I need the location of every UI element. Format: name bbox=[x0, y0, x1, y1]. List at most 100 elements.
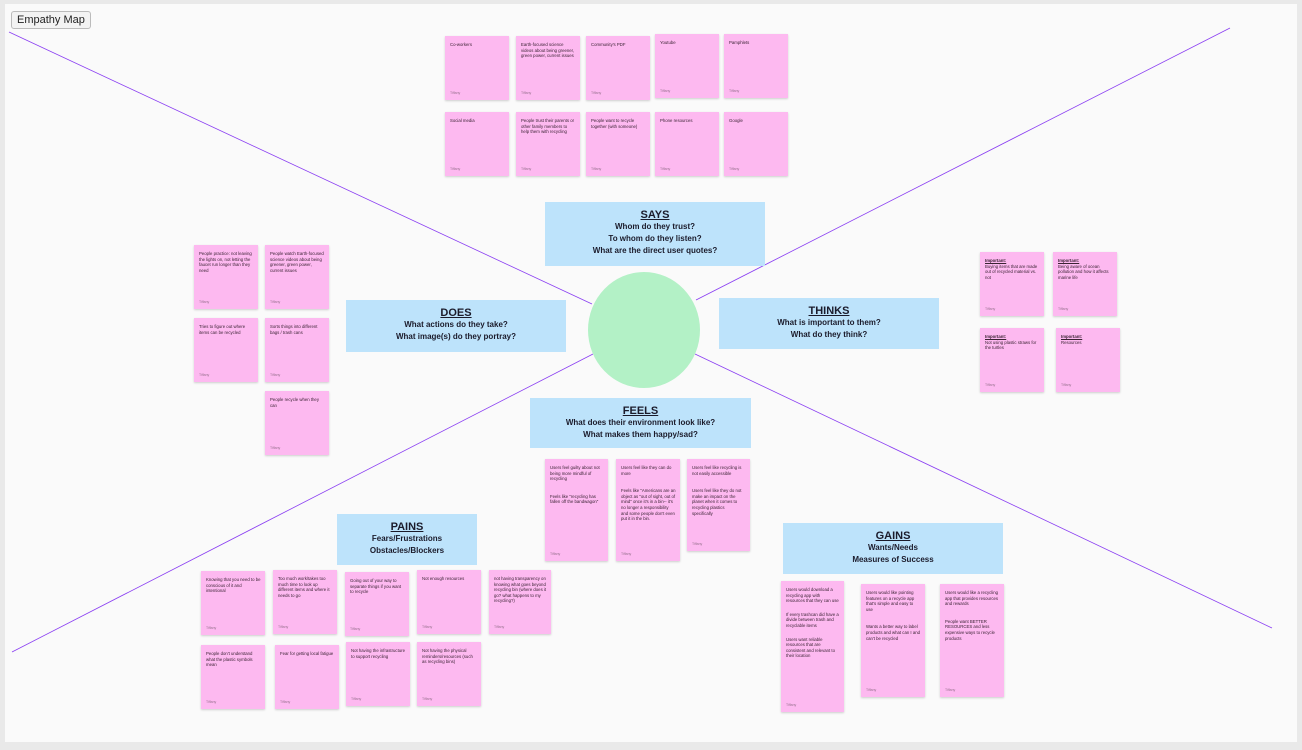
sticky-note-thinks[interactable]: Important:Not using plastic straws for t… bbox=[980, 328, 1044, 392]
sticky-note-pains[interactable]: Fear for getting local fatigue Tiffany bbox=[275, 645, 339, 709]
header-feels-title: FEELS bbox=[622, 405, 659, 417]
header-thinks[interactable]: THINKS What is important to them? What d… bbox=[719, 298, 939, 349]
note-author: Tiffany bbox=[660, 167, 671, 171]
header-does-line: What image(s) do they portray? bbox=[395, 332, 516, 341]
sticky-note-says[interactable]: People want to recycle together (with so… bbox=[586, 112, 650, 176]
header-pains[interactable]: PAINS Fears/Frustrations Obstacles/Block… bbox=[337, 514, 477, 565]
note-author: Tiffany bbox=[692, 542, 703, 546]
note-author: Tiffany bbox=[660, 89, 671, 93]
note-author: Tiffany bbox=[450, 167, 461, 171]
note-author: Tiffany bbox=[1058, 307, 1069, 311]
sticky-note-pains[interactable]: Too much work/takes too much time to loo… bbox=[273, 570, 337, 634]
header-says[interactable]: SAYS Whom do they trust? To whom do they… bbox=[545, 202, 765, 266]
note-author: Tiffany bbox=[985, 307, 996, 311]
note-text: People want to recycle together (with so… bbox=[591, 118, 638, 129]
sticky-note-says[interactable]: Social media Tiffany bbox=[445, 112, 509, 176]
sticky-note-pains[interactable]: not having transparency on knowing what … bbox=[489, 570, 551, 634]
sticky-note-does[interactable]: Tries to figure out where items can be r… bbox=[194, 318, 258, 382]
note-author: Tiffany bbox=[278, 625, 289, 629]
note-text: Google bbox=[729, 118, 743, 123]
sticky-note-feels[interactable]: Users feel like recycling is not easily … bbox=[687, 459, 750, 551]
sticky-note-feels[interactable]: Users feel guilty about not being more m… bbox=[545, 459, 608, 561]
header-thinks-line: What is important to them? bbox=[777, 318, 881, 327]
note-author: Tiffany bbox=[729, 167, 740, 171]
sticky-note-says[interactable]: Google Tiffany bbox=[724, 112, 788, 176]
sticky-note-gains[interactable]: Users would download a recycling app wit… bbox=[781, 581, 844, 712]
note-text: Buying items that are made out of recycl… bbox=[985, 263, 1038, 280]
note-text: Not using plastic straws for the turtles bbox=[985, 339, 1037, 351]
note-text: Tries to figure out where items can be r… bbox=[199, 324, 246, 335]
note-text: Not having the physical reminders/resour… bbox=[422, 648, 473, 665]
center-circle[interactable] bbox=[588, 272, 700, 388]
sticky-note-says[interactable]: People trust their parents or other fami… bbox=[516, 112, 580, 176]
header-gains-line: Measures of Success bbox=[852, 555, 934, 564]
header-says-line: What are the direct user quotes? bbox=[592, 246, 718, 255]
sticky-note-gains[interactable]: Users would like a recycling app that pr… bbox=[940, 584, 1004, 697]
header-pains-title: PAINS bbox=[390, 521, 424, 533]
note-author: Tiffany bbox=[521, 91, 532, 95]
note-author: Tiffany bbox=[985, 383, 996, 387]
note-author: Tiffany bbox=[729, 89, 740, 93]
header-gains[interactable]: GAINS Wants/Needs Measures of Success bbox=[783, 523, 1003, 574]
sticky-note-says[interactable]: Community's PDF Tiffany bbox=[586, 36, 650, 100]
sticky-note-pains[interactable]: Not having the physical reminders/resour… bbox=[417, 642, 481, 706]
sticky-note-pains[interactable]: Not having the infrastructure to support… bbox=[346, 642, 410, 706]
note-label: Important: bbox=[1058, 258, 1080, 263]
note-text: Community's PDF bbox=[591, 42, 626, 47]
sticky-note-says[interactable]: Earth-focused science videos about being… bbox=[516, 36, 580, 100]
note-author: Tiffany bbox=[621, 552, 632, 556]
note-text: People practice: not leaving the lights … bbox=[199, 251, 252, 273]
header-does-line: What actions do they take? bbox=[404, 320, 508, 329]
sticky-note-pains[interactable]: Knowing that you need to be conscious of… bbox=[201, 571, 265, 635]
sticky-note-says[interactable]: Phone resources Tiffany bbox=[655, 112, 719, 176]
frame-title[interactable]: Empathy Map bbox=[11, 11, 91, 29]
note-text: Phone resources bbox=[660, 118, 693, 123]
note-text: People want BETTER RESOURCES and less ex… bbox=[945, 618, 995, 641]
header-feels[interactable]: FEELS What does their environment look l… bbox=[530, 398, 751, 448]
sticky-note-pains[interactable]: Going out of your way to separate things… bbox=[345, 572, 409, 636]
header-does[interactable]: DOES What actions do they take? What ima… bbox=[346, 300, 566, 352]
note-author: Tiffany bbox=[199, 300, 210, 304]
note-text: Wants a better way to label products and… bbox=[866, 624, 920, 641]
note-author: Tiffany bbox=[494, 625, 505, 629]
note-author: Tiffany bbox=[199, 373, 210, 377]
note-author: Tiffany bbox=[591, 167, 602, 171]
note-author: Tiffany bbox=[350, 627, 361, 631]
header-thinks-line: What do they think? bbox=[790, 330, 868, 339]
sticky-note-does[interactable]: People watch Earth-focused science video… bbox=[265, 245, 329, 309]
sticky-note-does[interactable]: Sorts things into different bags / trash… bbox=[265, 318, 329, 382]
sticky-note-thinks[interactable]: Important:Being aware of ocean pollution… bbox=[1053, 252, 1117, 316]
divider-line-top-right bbox=[695, 27, 1231, 301]
note-text: Users feel like recycling is not easily … bbox=[692, 465, 742, 476]
sticky-note-does[interactable]: People recycle when they can Tiffany bbox=[265, 391, 329, 455]
sticky-note-does[interactable]: People practice: not leaving the lights … bbox=[194, 245, 258, 309]
note-author: Tiffany bbox=[786, 703, 797, 707]
note-text: Not having the infrastructure to support… bbox=[351, 648, 405, 659]
note-text: Resources bbox=[1061, 339, 1082, 345]
sticky-note-pains[interactable]: Not enough resources Tiffany bbox=[417, 570, 481, 634]
sticky-note-thinks[interactable]: Important:Buying items that are made out… bbox=[980, 252, 1044, 316]
note-text: Youtube bbox=[660, 40, 676, 45]
note-text: Users would like pointing features on a … bbox=[866, 590, 915, 612]
note-label: Important: bbox=[985, 258, 1007, 263]
header-does-title: DOES bbox=[440, 307, 472, 319]
sticky-note-says[interactable]: Youtube Tiffany bbox=[655, 34, 719, 98]
note-text: People trust their parents or other fami… bbox=[521, 118, 575, 135]
sticky-note-says[interactable]: Pamphlets Tiffany bbox=[724, 34, 788, 98]
sticky-note-pains[interactable]: People don't understand what the plastic… bbox=[201, 645, 265, 709]
sticky-note-gains[interactable]: Users would like pointing features on a … bbox=[861, 584, 925, 697]
note-author: Tiffany bbox=[866, 688, 877, 692]
sticky-note-thinks[interactable]: Important:Resources Tiffany bbox=[1056, 328, 1120, 392]
note-text: Pamphlets bbox=[729, 40, 750, 45]
note-text: Being aware of ocean pollution and how i… bbox=[1058, 263, 1109, 280]
note-author: Tiffany bbox=[945, 688, 956, 692]
sticky-note-says[interactable]: Co-workers Tiffany bbox=[445, 36, 509, 100]
note-text: People watch Earth-focused science video… bbox=[270, 251, 324, 273]
note-author: Tiffany bbox=[550, 552, 561, 556]
note-text: People recycle when they can bbox=[270, 397, 319, 408]
sticky-note-feels[interactable]: Users feel like they can do more Feels l… bbox=[616, 459, 680, 561]
header-feels-line: What does their environment look like? bbox=[565, 418, 716, 427]
note-text: People don't understand what the plastic… bbox=[206, 651, 253, 668]
header-says-title: SAYS bbox=[640, 209, 670, 221]
header-says-line: Whom do they trust? bbox=[615, 222, 695, 231]
